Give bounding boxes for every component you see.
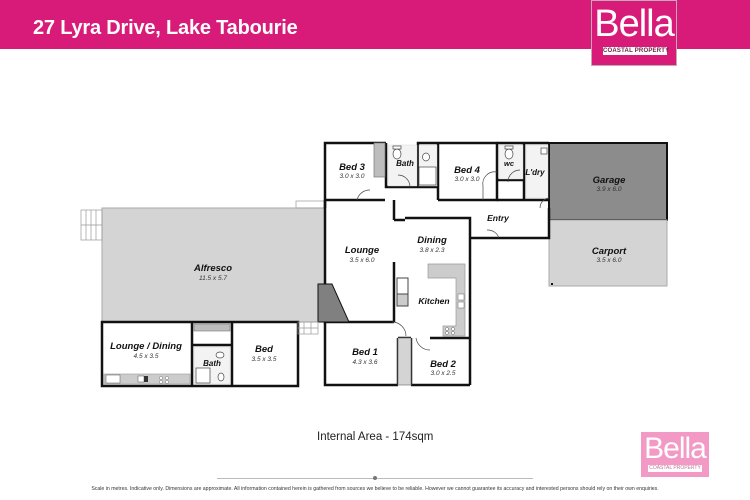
alfresco-steps [80,209,103,241]
property-address-title: 27 Lyra Drive, Lake Tabourie [33,17,298,39]
room-dim-bed2: 3.0 x 2.5 [431,370,456,377]
room-label-garage: Garage [593,175,626,186]
garage-area [548,142,668,221]
room-dim-alfresco: 11.5 x 5.7 [199,275,227,282]
room-label-wc: wc [504,159,515,168]
room-label-laundry: L'dry [525,168,545,177]
footer-brand-logo-word: Bella [644,432,707,465]
room-dim-dining: 3.8 x 2.3 [420,247,445,254]
disclaimer-text: Scale in metres. Indicative only. Dimens… [91,486,659,492]
room-dim-lounge: 3.5 x 6.0 [350,257,375,264]
footer-brand-logo: Bella COASTAL PROPERTY [641,432,709,477]
room-dim-carport: 3.5 x 6.0 [597,257,622,264]
brand-logo: Bella COASTAL PROPERTY [591,0,677,66]
room-dim-lounge-dining: 4.5 x 3.5 [134,353,159,360]
room-label-bed4: Bed 4 [454,165,481,176]
room-label-bed1: Bed 1 [352,347,378,358]
fireplace [317,283,350,323]
granny-flat-walls [100,320,300,388]
room-label-alfresco: Alfresco [193,263,232,274]
scale-bar-marker [373,476,377,480]
room-label-carport: Carport [592,246,627,257]
room-dim-bed-granny: 3.5 x 3.5 [252,356,277,363]
room-label-lounge-dining: Lounge / Dining [110,341,182,352]
footer-brand-logo-tagline: COASTAL PROPERTY [648,465,702,472]
carport-area [548,219,668,287]
room-labels: Alfresco 11.5 x 5.7 Lounge 3.5 x 6.0 Bed… [110,159,627,377]
doors [356,169,550,351]
room-label-bath-granny: Bath [203,359,221,368]
room-label-lounge: Lounge [345,245,380,256]
room-dim-bed4: 3.0 x 3.0 [455,176,480,183]
room-dim-bed3: 3.0 x 3.0 [340,173,365,180]
brand-logo-word: Bella [594,3,675,45]
room-dim-garage: 3.9 x 6.0 [597,186,622,193]
room-label-bed-granny: Bed [255,344,273,355]
room-label-bath: Bath [396,159,414,168]
room-label-dining: Dining [417,235,447,246]
internal-area-label: Internal Area - 174sqm [317,431,434,443]
room-label-entry: Entry [487,213,510,223]
room-dim-bed1: 4.3 x 3.6 [353,359,378,366]
kitchen-bench [427,263,466,337]
brand-logo-tagline: COASTAL PROPERTY [603,47,670,55]
room-label-bed3: Bed 3 [339,162,366,173]
room-label-kitchen: Kitchen [418,296,449,306]
room-label-bed2: Bed 2 [430,359,457,370]
alfresco-area [101,207,326,323]
